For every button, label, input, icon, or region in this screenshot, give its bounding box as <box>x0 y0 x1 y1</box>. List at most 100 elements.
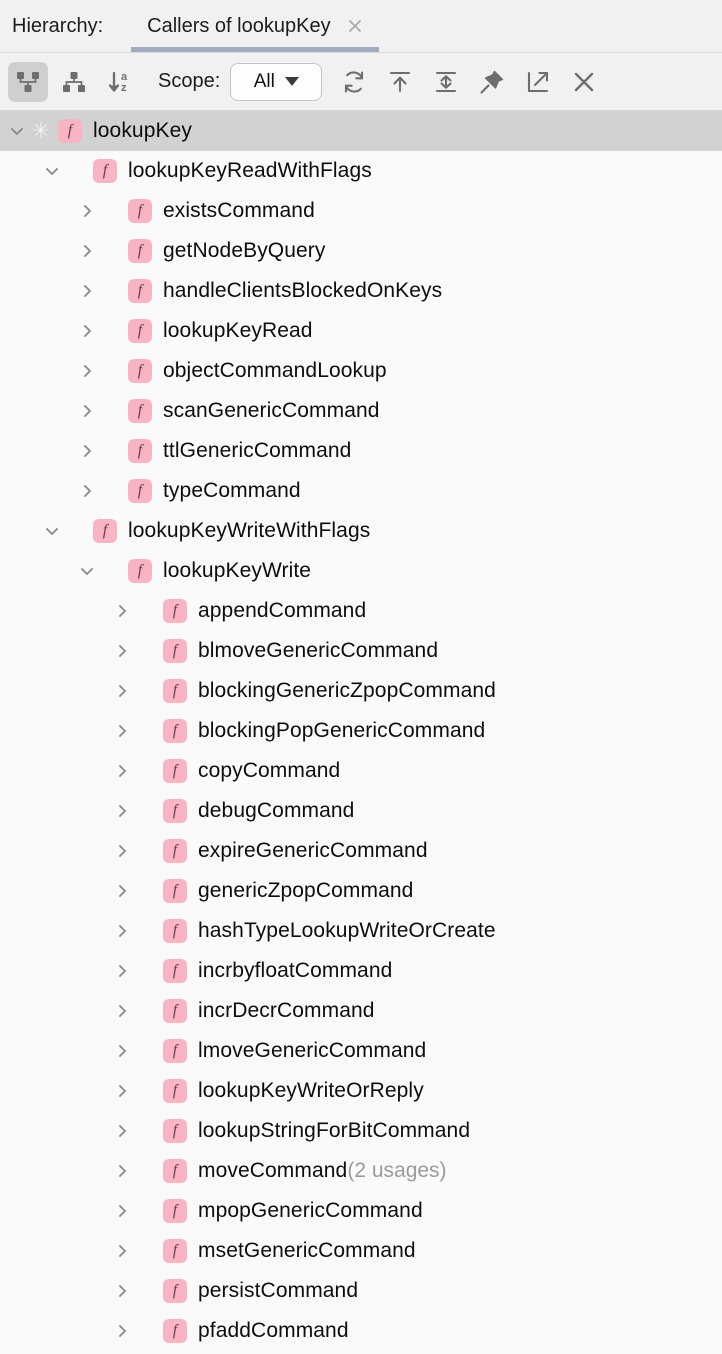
function-badge-icon: f <box>128 479 152 503</box>
chevron-down-icon[interactable] <box>76 560 98 582</box>
tree-row-label: getNodeByQuery <box>163 239 326 262</box>
chevron-right-icon[interactable] <box>111 680 133 702</box>
chevron-right-icon[interactable] <box>111 600 133 622</box>
close-panel-button[interactable] <box>564 62 604 102</box>
function-badge-icon: f <box>163 599 187 623</box>
chevron-down-icon[interactable] <box>41 520 63 542</box>
chevron-down-icon[interactable] <box>6 120 28 142</box>
tree-row-label: hashTypeLookupWriteOrCreate <box>198 919 496 942</box>
tree-row-label: lookupKeyRead <box>163 319 313 342</box>
chevron-right-icon[interactable] <box>111 880 133 902</box>
expand-all-button[interactable] <box>380 62 420 102</box>
chevron-right-icon[interactable] <box>111 800 133 822</box>
function-badge-icon: f <box>128 319 152 343</box>
export-button[interactable] <box>518 62 558 102</box>
function-badge-icon: f <box>163 1239 187 1263</box>
callees-hierarchy-button[interactable] <box>54 62 94 102</box>
chevron-right-icon[interactable] <box>111 1000 133 1022</box>
scope-select[interactable]: All <box>230 62 323 101</box>
refresh-button[interactable] <box>334 62 374 102</box>
callers-hierarchy-button[interactable] <box>8 61 48 102</box>
tree-row-label: lookupKeyWrite <box>163 559 312 582</box>
function-badge-icon: f <box>163 679 187 703</box>
chevron-right-icon[interactable] <box>76 440 98 462</box>
tree-row-label: expireGenericCommand <box>198 839 428 862</box>
chevron-right-icon[interactable] <box>76 400 98 422</box>
chevron-right-icon[interactable] <box>111 640 133 662</box>
chevron-right-icon[interactable] <box>76 280 98 302</box>
chevron-right-icon[interactable] <box>76 200 98 222</box>
chevron-down-icon[interactable] <box>41 160 63 182</box>
chevron-right-icon[interactable] <box>76 360 98 382</box>
sort-alphabetically-button[interactable]: a z <box>100 62 140 102</box>
chevron-right-icon[interactable] <box>111 1280 133 1302</box>
pin-button[interactable] <box>472 62 512 102</box>
chevron-right-icon[interactable] <box>111 720 133 742</box>
chevron-right-icon[interactable] <box>111 1240 133 1262</box>
function-badge-icon: f <box>128 359 152 383</box>
function-badge-icon: f <box>163 719 187 743</box>
tab-callers-of-lookupkey[interactable]: Callers of lookupKey <box>131 0 380 52</box>
chevron-right-icon[interactable] <box>111 1040 133 1062</box>
scope-label: Scope: <box>158 70 221 92</box>
chevron-right-icon[interactable] <box>111 760 133 782</box>
function-badge-icon: f <box>163 639 187 663</box>
chevron-right-icon[interactable] <box>76 320 98 342</box>
chevron-right-icon[interactable] <box>111 840 133 862</box>
close-icon[interactable] <box>345 16 365 36</box>
chevron-right-icon[interactable] <box>111 1120 133 1142</box>
chevron-right-icon[interactable] <box>111 1200 133 1222</box>
tree-row-label: lookupKeyReadWithFlags <box>128 159 372 182</box>
chevron-right-icon[interactable] <box>111 1160 133 1182</box>
chevron-right-icon[interactable] <box>111 1320 133 1342</box>
function-badge-icon: f <box>163 919 187 943</box>
chevron-right-icon[interactable] <box>76 480 98 502</box>
hierarchy-toolbar: a z Scope: All <box>0 53 722 111</box>
tree-row-label: blmoveGenericCommand <box>198 639 439 662</box>
refresh-icon <box>341 69 367 95</box>
function-badge-icon: f <box>93 159 117 183</box>
tree-row-label: lookupKeyWriteOrReply <box>198 1079 424 1102</box>
tree-row-label: msetGenericCommand <box>198 1239 416 1262</box>
collapse-all-button[interactable] <box>426 62 466 102</box>
tree-row-label: lookupKeyWriteWithFlags <box>128 519 371 542</box>
chevron-right-icon[interactable] <box>111 920 133 942</box>
function-badge-icon: f <box>163 1199 187 1223</box>
chevron-right-icon[interactable] <box>111 1080 133 1102</box>
chevron-right-icon[interactable] <box>76 240 98 262</box>
call-hierarchy-tree[interactable]: ✳flookupKey✳flookupKeyReadWithFlags✳fexi… <box>0 111 722 1354</box>
chevron-right-icon[interactable] <box>111 960 133 982</box>
function-badge-icon: f <box>128 199 152 223</box>
